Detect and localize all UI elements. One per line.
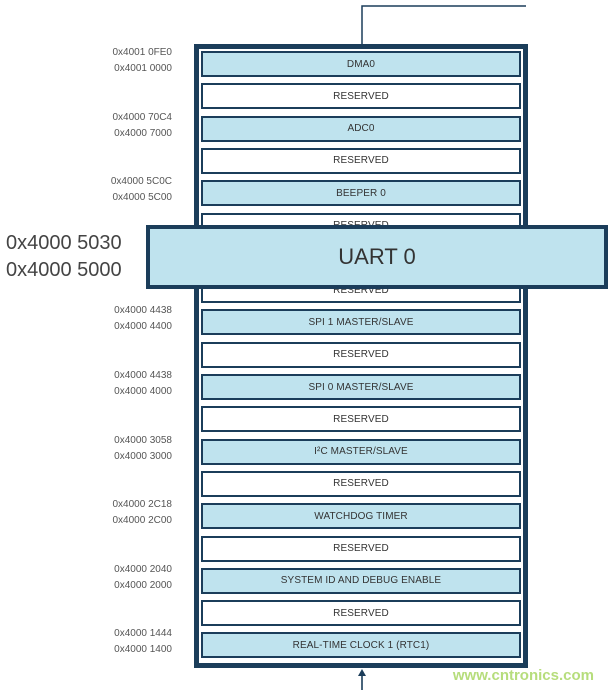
block-label: DMA0 [346, 58, 376, 70]
block-label: WATCHDOG TIMER [314, 510, 408, 522]
address-range: 0x4000 4438 0x4000 4000 [114, 368, 172, 400]
address-low: 0x4000 1400 [114, 644, 172, 656]
uart0-label: UART 0 [338, 244, 416, 269]
peripheral-block: WATCHDOG TIMER [201, 503, 521, 530]
reserved-block: RESERVED [201, 83, 521, 110]
block-label: ADC0 [347, 123, 375, 135]
reserved-block: RESERVED [201, 535, 521, 562]
reserved-block: RESERVED [201, 147, 521, 174]
address-low: 0x4000 3000 [114, 450, 172, 462]
address-range: 0x4000 70C4 0x4000 7000 [113, 110, 173, 142]
address-high: 0x4000 5C0C [110, 176, 172, 188]
address-high: 0x4000 4438 [114, 370, 172, 381]
address-low: 0x4001 0000 [114, 63, 172, 74]
reserved-block: RESERVED [201, 600, 521, 627]
address-low: 0x4000 7000 [114, 127, 172, 139]
address-range: 0x4000 2C18 0x4000 2C00 [113, 497, 173, 529]
address-low: 0x4000 4000 [114, 386, 172, 397]
block-label: RESERVED [333, 284, 389, 296]
peripheral-block: SYSTEM ID AND DEBUG ENABLE [201, 567, 521, 594]
block-label: REAL-TIME CLOCK 1 (RTC1) [292, 639, 430, 651]
uart0-address-range: 0x4000 5030 0x4000 5000 [6, 230, 122, 284]
reserved-block: RESERVED [201, 406, 521, 433]
address-low: 0x4000 2C00 [112, 515, 173, 527]
block-label: RESERVED [333, 543, 389, 554]
address-range: 0x4000 5C0C 0x4000 5C00 [111, 174, 172, 206]
address-range: 0x4000 3058 0x4000 3000 [114, 433, 172, 465]
address-range: 0x4000 1444 0x4000 1400 [114, 626, 172, 658]
address-high: 0x4000 3058 [114, 434, 172, 446]
uart0-highlight-block: UART 0 [146, 225, 608, 289]
block-label: RESERVED [333, 607, 389, 619]
address-low: 0x4000 4400 [114, 321, 172, 333]
arrow-up-icon [358, 669, 366, 690]
address-high: 0x4001 0FE0 [112, 47, 173, 58]
address-high: 0x4000 2040 [114, 563, 172, 575]
block-label: SPI 1 MASTER/SLAVE [308, 316, 414, 328]
uart0-address-high: 0x4000 5030 [6, 232, 122, 254]
block-label: SPI 0 MASTER/SLAVE [308, 381, 414, 393]
watermark: www.cntronics.com [452, 667, 594, 684]
block-label: RESERVED [333, 349, 389, 361]
peripheral-block: I²C MASTER/SLAVE [201, 438, 521, 465]
address-high: 0x4000 70C4 [112, 111, 173, 123]
address-high: 0x4000 4438 [114, 305, 172, 317]
address-range: 0x4000 2040 0x4000 2000 [114, 562, 172, 594]
block-label: RESERVED [333, 478, 389, 490]
peripheral-block: SPI 1 MASTER/SLAVE [201, 309, 521, 336]
address-high: 0x4000 1444 [114, 628, 172, 640]
peripheral-block: ADC0 [201, 115, 521, 142]
reserved-block: RESERVED [201, 341, 521, 368]
peripheral-block: DMA0 [201, 51, 521, 77]
block-label: RESERVED [333, 90, 389, 102]
address-high: 0x4000 2C18 [112, 499, 173, 511]
reserved-block: RESERVED [201, 470, 521, 497]
peripheral-block: BEEPER 0 [201, 180, 521, 207]
block-label: SYSTEM ID AND DEBUG ENABLE [280, 575, 442, 587]
block-label: RESERVED [333, 413, 389, 425]
address-low: 0x4000 2000 [114, 579, 172, 591]
block-label: RESERVED [333, 155, 389, 167]
uart0-address-low: 0x4000 5000 [6, 259, 122, 281]
peripheral-block: SPI 0 MASTER/SLAVE [201, 374, 521, 400]
block-label: BEEPER 0 [336, 187, 386, 199]
address-range: 0x4000 4438 0x4000 4400 [114, 303, 172, 335]
address-range: 0x4001 0FE0 0x4001 0000 [113, 45, 173, 77]
peripheral-block: REAL-TIME CLOCK 1 (RTC1) [201, 632, 521, 659]
block-label: I²C MASTER/SLAVE [314, 446, 408, 458]
address-low: 0x4000 5C00 [112, 192, 173, 204]
